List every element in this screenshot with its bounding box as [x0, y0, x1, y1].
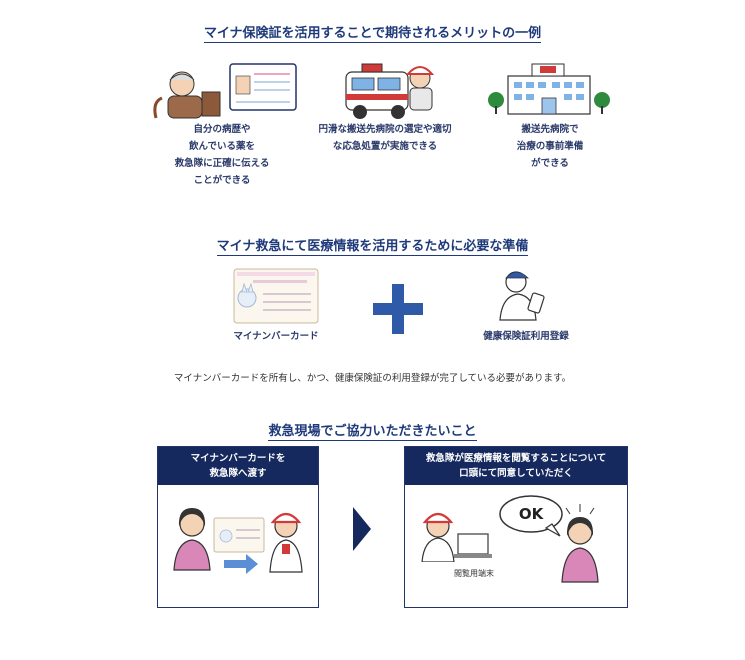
paramedic-with-terminal-illustration — [421, 512, 492, 562]
preparation-note: マイナンバーカードを所有し、かつ、健康保険証の利用登録が完了している必要がありま… — [173, 373, 572, 384]
step-arrow-icon — [353, 507, 371, 551]
elderly-with-card-illustration — [153, 63, 297, 119]
section1-title: マイナ保険証を活用することで期待されるメリットの一例 — [203, 26, 542, 43]
benefit-3-text: 搬送先病院で 治療の事前準備 ができる — [516, 124, 584, 169]
handing-card-illustration — [173, 508, 303, 574]
person-with-phone-illustration — [499, 271, 545, 321]
plus-icon — [373, 284, 423, 334]
ok-text: OK — [518, 505, 544, 523]
benefit-1-text: 自分の病歴や 飲んでいる薬を 救急隊に正確に伝える ことができる — [174, 124, 270, 186]
mynumber-card-image — [233, 268, 319, 324]
insurance-registration-label: 健康保険証利用登録 — [483, 331, 569, 342]
ambulance-illustration — [345, 63, 435, 119]
section2-title: マイナ救急にて医療情報を活用するために必要な準備 — [216, 239, 529, 256]
step1-header: マイナンバーカードを 救急隊へ渡す — [158, 447, 318, 485]
woman-agreeing-illustration — [561, 504, 599, 583]
speech-bubble — [499, 495, 563, 537]
section3-title: 救急現場でご協力いただきたいこと — [268, 424, 477, 441]
terminal-label: 閲覧用端末 — [454, 569, 494, 578]
hospital-illustration — [488, 63, 610, 115]
benefit-2-text: 円滑な搬送先病院の選定や適切 な応急処置が実施できる — [318, 124, 452, 152]
mynumber-card-label: マイナンバーカード — [233, 331, 319, 342]
step2-header: 救急隊が医療情報を閲覧することについて 口頭にて同意していただく — [405, 447, 627, 485]
